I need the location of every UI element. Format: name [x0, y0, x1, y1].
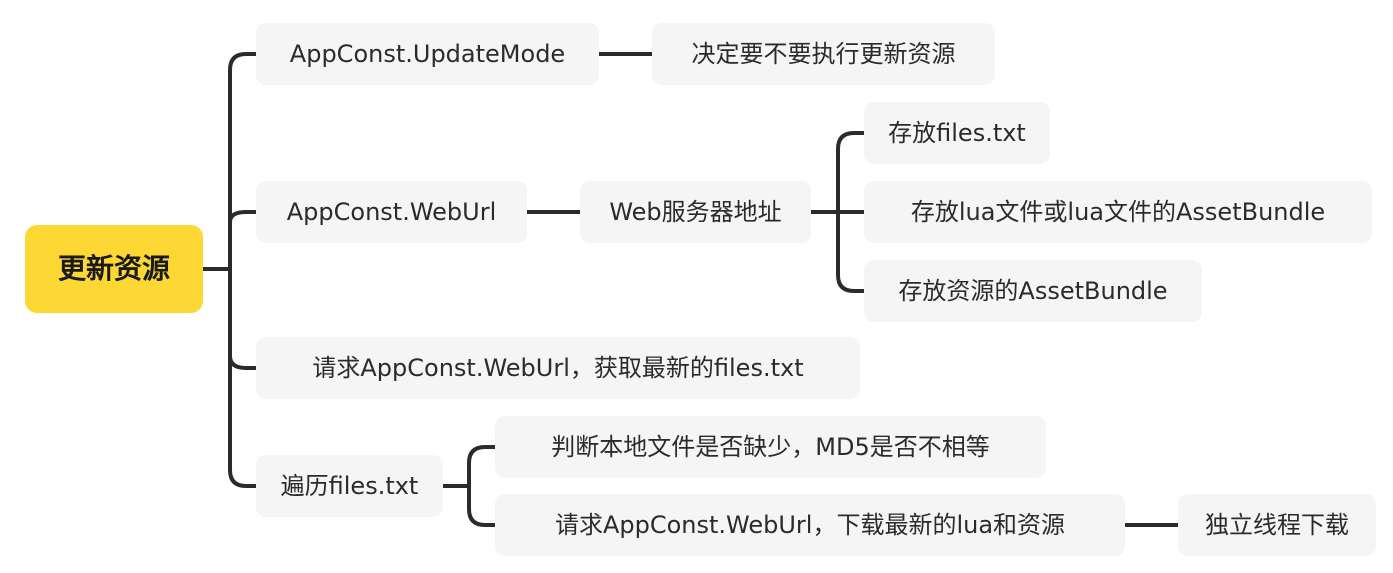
connector-trunk-top	[228, 52, 258, 271]
connector-trunk-bottom	[228, 267, 258, 488]
web-server-label: Web服务器地址	[609, 198, 782, 226]
connector-to-weburl	[228, 210, 258, 224]
root-node[interactable]: 更新资源	[25, 225, 203, 313]
check-missing-label: 判断本地文件是否缺少，MD5是否不相等	[551, 433, 990, 461]
connector-traverse-top	[467, 445, 497, 488]
request-files-label: 请求AppConst.WebUrl，获取最新的files.txt	[312, 354, 804, 382]
store-lua-label: 存放lua文件或lua文件的AssetBundle	[910, 198, 1326, 226]
node-request-files[interactable]: 请求AppConst.WebUrl，获取最新的files.txt	[256, 337, 860, 399]
connector-server-bottom	[836, 210, 866, 293]
node-store-lua[interactable]: 存放lua文件或lua文件的AssetBundle	[864, 181, 1372, 243]
update-mode-label: AppConst.UpdateMode	[289, 40, 566, 68]
update-mode-detail-label: 决定要不要执行更新资源	[691, 40, 956, 68]
connector-traverse-bottom	[467, 484, 497, 527]
node-check-missing[interactable]: 判断本地文件是否缺少，MD5是否不相等	[495, 416, 1046, 478]
node-web-url[interactable]: AppConst.WebUrl	[256, 181, 527, 243]
web-url-label: AppConst.WebUrl	[286, 198, 497, 226]
traverse-label: 遍历files.txt	[280, 472, 419, 500]
thread-download-label: 独立线程下载	[1205, 511, 1349, 539]
connector-server-top	[836, 131, 866, 214]
node-download-latest[interactable]: 请求AppConst.WebUrl，下载最新的lua和资源	[495, 494, 1125, 556]
store-assets-label: 存放资源的AssetBundle	[898, 277, 1168, 305]
node-web-server[interactable]: Web服务器地址	[580, 181, 811, 243]
download-latest-label: 请求AppConst.WebUrl，下载最新的lua和资源	[554, 511, 1066, 539]
node-update-mode[interactable]: AppConst.UpdateMode	[256, 23, 599, 85]
node-traverse[interactable]: 遍历files.txt	[256, 455, 443, 517]
node-store-files[interactable]: 存放files.txt	[864, 102, 1050, 164]
node-update-mode-detail[interactable]: 决定要不要执行更新资源	[652, 23, 995, 85]
store-files-label: 存放files.txt	[888, 119, 1026, 147]
root-label: 更新资源	[57, 252, 170, 285]
node-store-assets[interactable]: 存放资源的AssetBundle	[864, 260, 1202, 322]
connector-to-request	[228, 354, 258, 370]
node-thread-download[interactable]: 独立线程下载	[1178, 494, 1376, 556]
